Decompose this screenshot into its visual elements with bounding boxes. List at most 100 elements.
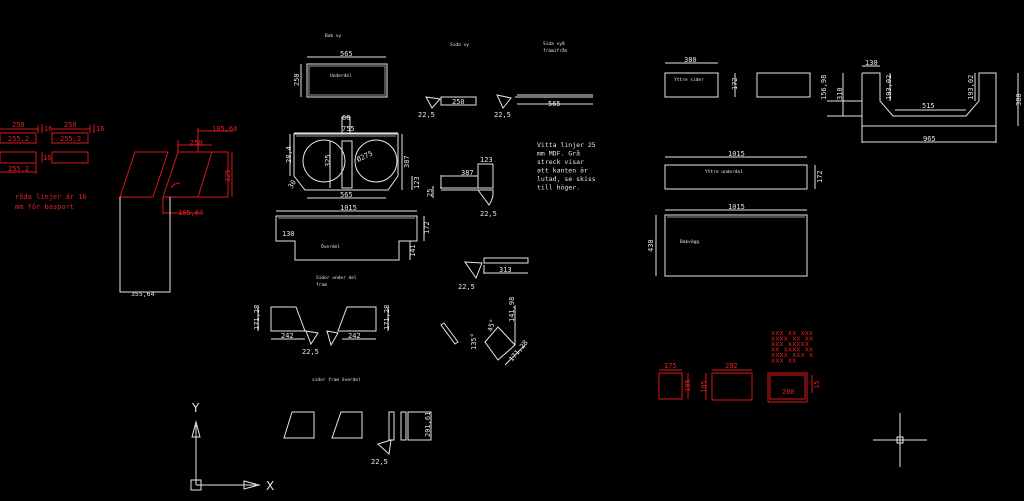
red-note: röda linjer är 16 <box>15 193 87 201</box>
dim-text: 325 <box>224 169 232 182</box>
note-line: xxxx xx xx <box>771 335 813 343</box>
dim-text: 250 <box>190 139 203 147</box>
dim-text: 16 <box>43 154 51 162</box>
red-parts-group: 250 255,2 16 250 255,2 16 16 255,2 röda … <box>0 121 237 217</box>
dim-text: 105,64 <box>178 209 203 217</box>
note-line: Vitta linjer 25 <box>537 141 596 149</box>
ucs-icon: Y X <box>190 401 274 493</box>
cabinet-front-group: 60 755 28,4 325 Ø275 387 123 565 30 <box>285 114 421 199</box>
dim-text: 250 <box>12 121 25 129</box>
dim-text: 313 <box>499 266 512 274</box>
dim-text: 130 <box>282 230 295 238</box>
dim-text: 135° <box>470 333 478 350</box>
note-line: att kanten är <box>537 167 588 175</box>
dim-text: 387 <box>403 155 411 168</box>
dim-text: 565 <box>340 191 353 199</box>
dim-text: 172 <box>816 170 824 183</box>
dim-text: 30 <box>287 179 298 190</box>
note-line: xx xxxx xx <box>771 346 813 354</box>
red-note: mm för basport <box>15 203 74 211</box>
dim-text: 430 <box>647 239 655 252</box>
angle-dim-text: 22,5 <box>458 283 475 291</box>
dim-text: 380 <box>1015 93 1023 106</box>
dim-text: 171,28 <box>383 305 391 330</box>
dim-text: 45° <box>486 318 497 332</box>
dim-text: 387 <box>461 169 474 177</box>
dim-text: 16 <box>96 125 104 133</box>
dim-text: 292 <box>725 362 738 370</box>
crosshair-cursor-icon <box>873 413 927 467</box>
angle-dim-text: 22,5 <box>302 348 319 356</box>
part-label: Underdel <box>330 73 352 79</box>
dim-text: 1015 <box>340 204 357 212</box>
note-line: lutad, se skiss <box>537 175 596 183</box>
dim-text: 515 <box>922 102 935 110</box>
angle-dim-text: 22,5 <box>418 111 435 119</box>
overdel-group: 1015 130 172 141 Överdel <box>275 204 431 261</box>
underdel-group: Bak vy 565 250 Underdel Sida vy 22,5 250… <box>293 33 593 119</box>
dim-text: 105,64 <box>212 125 237 133</box>
white-note: Vitta linjer 25 mm MDF. Grå streck visar… <box>537 141 596 192</box>
side-profile-group: 387 123 25 22,5 <box>426 156 497 218</box>
outer-parts-group: 380 Yttre sider 172 130 156,98 310 193,0… <box>647 56 1023 277</box>
angle-dim-text: 22,5 <box>371 458 388 466</box>
dim-text: 172 <box>731 77 739 90</box>
angle-dim-text: 22,5 <box>480 210 497 218</box>
dim-text: 250 <box>64 121 77 129</box>
dim-text: 156,98 <box>820 75 828 100</box>
part-label: sidor fram överdel <box>312 377 361 383</box>
note-line: xxx xx xxx <box>771 329 813 337</box>
dim-text: 141 <box>409 244 417 257</box>
dim-text: 250 <box>452 98 465 106</box>
dim-text: 193,02 <box>967 75 975 100</box>
dim-text: 15 <box>813 381 821 389</box>
note-line: streck visar <box>537 158 584 166</box>
part-label: Överdel <box>321 243 340 250</box>
angle-dim-text: 22,5 <box>494 111 511 119</box>
note-line: xxx xxxxx <box>771 340 809 348</box>
red-port-parts-group: 175 105 292 105 280 15 xxx xx xxx xxxx x… <box>658 329 821 403</box>
view-label: Sida vy <box>450 42 469 48</box>
dim-text: 1015 <box>728 203 745 211</box>
part-label: Yttre underdel <box>705 169 743 175</box>
dim-text: 105 <box>684 379 692 392</box>
note-line: xxx xx <box>771 357 796 365</box>
dim-text: 171,28 <box>507 339 529 364</box>
part-label: Sidor under del <box>316 275 357 281</box>
dim-text: 28,4 <box>285 146 293 163</box>
x-axis-label: X <box>266 479 274 493</box>
dim-text: 280 <box>782 388 795 396</box>
dim-text: 171,28 <box>253 305 261 330</box>
dim-text: 965 <box>923 135 936 143</box>
dim-text: 105 <box>700 380 708 393</box>
overdel-side-group: 22,5 313 <box>458 257 529 291</box>
dim-text: 242 <box>281 332 294 340</box>
dim-text: 255,2 <box>60 135 81 143</box>
dim-text: 25 <box>426 189 434 197</box>
view-label: Bak vy <box>325 33 342 39</box>
dim-text: 255,2 <box>8 135 29 143</box>
view-label: framifrån <box>543 47 568 54</box>
part-label: Yttre sider <box>674 77 704 83</box>
dim-text: 325 <box>324 154 332 167</box>
dim-text: 255,2 <box>8 165 29 173</box>
dim-text: 60 <box>342 114 350 122</box>
dim-text: Ø275 <box>355 149 374 163</box>
dim-text: 175 <box>664 362 677 370</box>
dim-text: 123 <box>413 176 421 189</box>
view-label: Sida vy8 <box>543 41 565 47</box>
dim-text: 355,64 <box>131 290 155 298</box>
dim-text: 193,02 <box>885 75 893 100</box>
dim-text: 172 <box>423 221 431 234</box>
part-label: fram <box>316 282 327 288</box>
dim-text: 250 <box>293 73 301 86</box>
dim-text: 123 <box>480 156 493 164</box>
red-small-note: xxx xx xxx xxxx xx xx xxx xxxxx xx xxxx … <box>771 329 813 365</box>
sides-front-over-group: sidor fram överdel 201,61 22,5 <box>283 377 432 466</box>
dim-text: 565 <box>548 100 561 108</box>
dim-text: 755 <box>342 125 355 133</box>
note-line: till höger. <box>537 184 580 192</box>
dim-text: 565 <box>340 50 353 58</box>
y-axis-label: Y <box>191 401 200 415</box>
